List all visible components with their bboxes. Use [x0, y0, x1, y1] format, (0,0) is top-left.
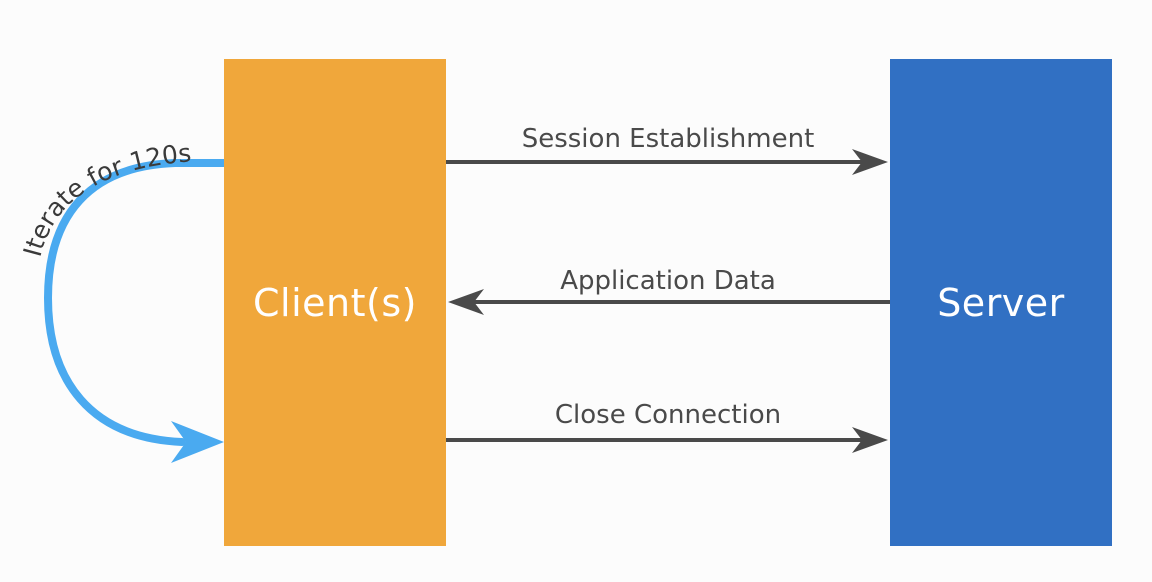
- session-establishment-label: Session Establishment: [521, 124, 815, 154]
- client-box: Client(s): [224, 59, 446, 546]
- server-label: Server: [937, 280, 1065, 325]
- close-arrow-head: [852, 427, 888, 453]
- appdata-arrow-head: [448, 289, 484, 315]
- close-connection-label: Close Connection: [554, 400, 782, 430]
- client-label: Client(s): [253, 280, 417, 325]
- loop-arrow-head: [171, 421, 224, 463]
- session-arrow-head: [852, 149, 888, 175]
- application-data-label: Application Data: [560, 266, 776, 296]
- loop-label: Iterate for 120s: [18, 138, 193, 259]
- loop-arrow-line: [43, 159, 228, 446]
- server-box: Server: [890, 59, 1112, 546]
